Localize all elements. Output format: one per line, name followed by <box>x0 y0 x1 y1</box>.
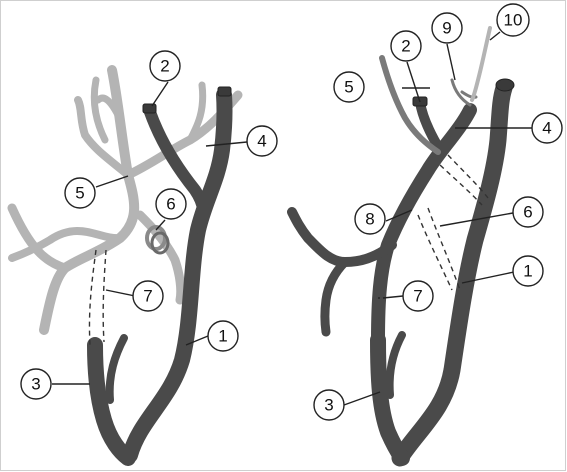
left-callout-6: 6 <box>156 189 186 219</box>
right-callout-2: 2 <box>391 31 421 61</box>
left-callout-2: 2 <box>150 51 180 81</box>
right-callout-4: 4 <box>532 113 562 143</box>
left-callout-5: 5 <box>65 178 95 208</box>
left-vessel4-stump <box>218 87 231 96</box>
right-callout-8: 8 <box>355 204 385 234</box>
right-callout-6-label: 6 <box>523 203 532 222</box>
left-callout-3: 3 <box>21 369 51 399</box>
left-callout-7: 7 <box>133 281 163 311</box>
right-callout-2-label: 2 <box>401 37 410 56</box>
left-callout-2-label: 2 <box>160 57 169 76</box>
right-callout-6: 6 <box>513 197 543 227</box>
left-callout-1-label: 1 <box>218 327 227 346</box>
right-callout-10-label: 10 <box>504 11 523 30</box>
right-callout-3: 3 <box>314 390 344 420</box>
right-callout-9-label: 9 <box>442 19 451 38</box>
left-callout-7-label: 7 <box>143 287 152 306</box>
right-callout-5-label: 5 <box>344 78 353 97</box>
left-callout-5-label: 5 <box>75 184 84 203</box>
right-callout-10: 10 <box>497 4 529 36</box>
right-callout-5: 5 <box>334 72 364 102</box>
left-callout-1: 1 <box>208 321 238 351</box>
right-callout-1: 1 <box>513 256 543 286</box>
left-callout-4-label: 4 <box>257 132 266 151</box>
left-callout-4: 4 <box>247 126 277 156</box>
right-callout-7: 7 <box>403 281 433 311</box>
left-callout-3-label: 3 <box>31 375 40 394</box>
right-vessel4-stump <box>496 79 514 91</box>
left-callout-6-label: 6 <box>166 195 175 214</box>
right-callout-4-label: 4 <box>542 119 551 138</box>
left-vessel2-stump <box>143 104 156 113</box>
right-callout-3-label: 3 <box>324 396 333 415</box>
right-callout-7-label: 7 <box>413 287 422 306</box>
right-callout-1-label: 1 <box>523 262 532 281</box>
right-callout-9: 9 <box>432 13 462 43</box>
right-callout-8-label: 8 <box>365 210 374 229</box>
